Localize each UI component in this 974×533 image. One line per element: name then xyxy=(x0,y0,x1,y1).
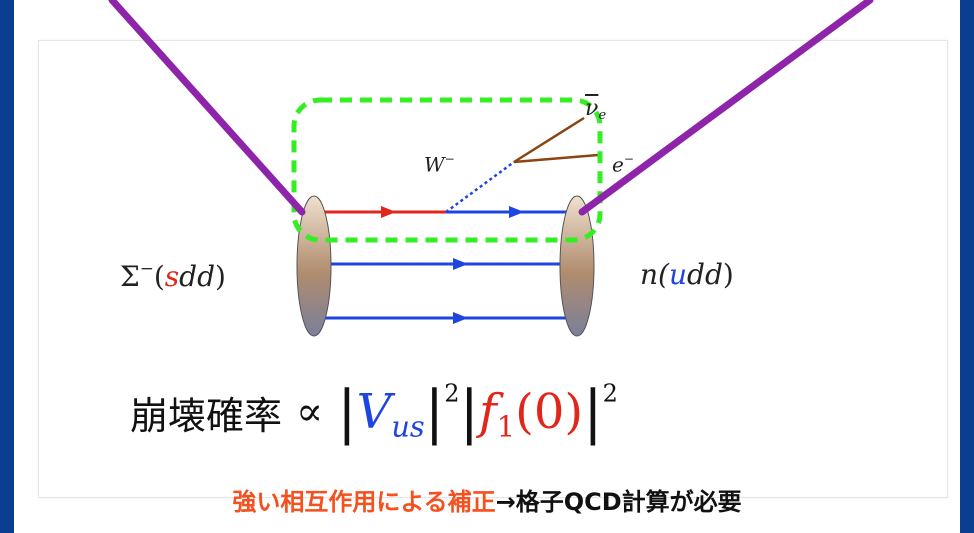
pointer-line-right xyxy=(578,0,874,216)
neutron-label: n(udd) xyxy=(640,258,734,291)
caption: 強い相互作用による補正→格子QCD計算が必要 xyxy=(0,482,974,517)
caption-correction: 強い相互作用による補正 xyxy=(232,488,496,516)
antineutrino-label: νe xyxy=(585,96,607,123)
pointer-line-left xyxy=(108,0,306,216)
weak-vertex-highlight-box xyxy=(291,97,603,243)
antineutrino-line xyxy=(513,116,585,164)
decay-probability-text: 崩壊確率 xyxy=(130,393,283,438)
strange-quark-arrow xyxy=(381,206,396,218)
neutron-baryon-ellipse xyxy=(559,195,595,337)
proportional-symbol: ∝ xyxy=(296,389,324,435)
w-boson-label: W− xyxy=(424,152,455,177)
down-quark-arrow-2 xyxy=(453,312,468,324)
sigma-baryon-ellipse xyxy=(296,195,332,337)
electron-line xyxy=(513,153,599,164)
formula-expression: |Vus|2|f1(0)|2 xyxy=(337,378,618,446)
up-quark-arrow xyxy=(509,206,524,218)
sigma-baryon-label: Σ−(sdd) xyxy=(120,258,226,293)
down-quark-arrow-1 xyxy=(453,258,468,270)
caption-lattice-qcd: →格子QCD計算が必要 xyxy=(495,488,742,516)
w-boson-line xyxy=(445,160,515,214)
electron-label: e− xyxy=(612,152,634,177)
diagram-panel xyxy=(38,40,948,498)
decay-rate-formula: 崩壊確率 ∝ |Vus|2|f1(0)|2 xyxy=(130,372,618,452)
